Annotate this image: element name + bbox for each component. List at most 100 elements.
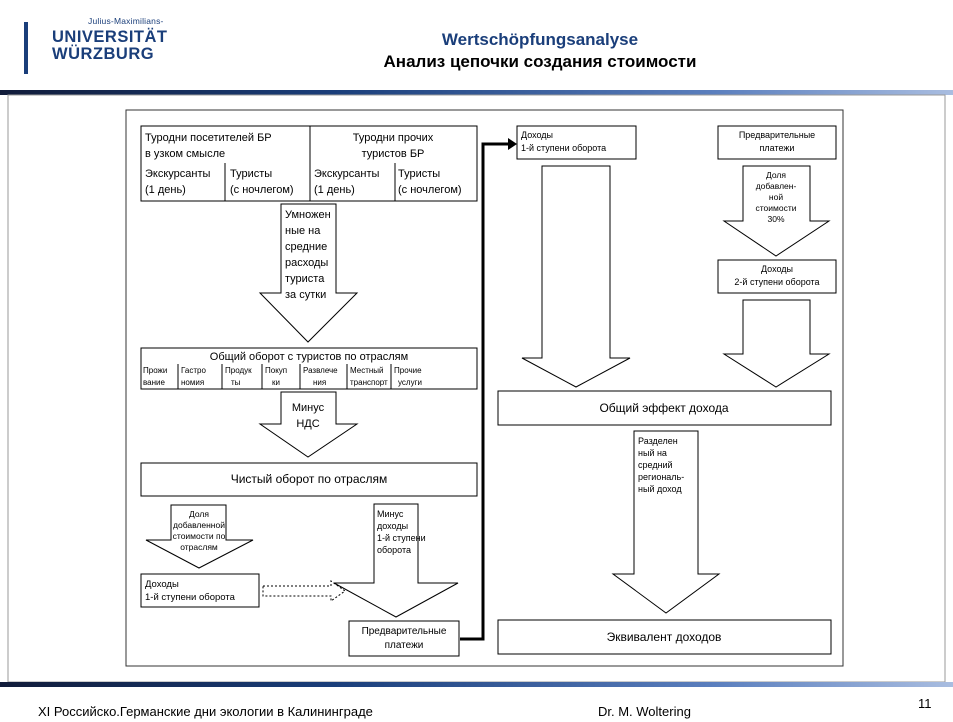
income1-left-0: Доходы bbox=[145, 579, 179, 590]
tl-excur2: (1 день) bbox=[145, 184, 186, 196]
top-left-box bbox=[140, 125, 478, 202]
income2-0: Доходы bbox=[761, 264, 793, 274]
tr-line2: туристов БР bbox=[362, 148, 425, 160]
logo-small-text: Julius-Maximilians- bbox=[88, 16, 164, 26]
divided-0: Разделен bbox=[638, 436, 678, 446]
footer-left: XI Российско.Германские дни экологии в К… bbox=[38, 704, 373, 719]
divided-arrow bbox=[611, 430, 721, 614]
logo-bar bbox=[24, 22, 28, 74]
minus-income-1: доходы bbox=[377, 521, 408, 531]
minus-vat-arrow bbox=[258, 391, 359, 458]
sector-5-a: Местный bbox=[350, 366, 384, 375]
prepay-bottom-1: платежи bbox=[385, 640, 424, 651]
income1-left-box bbox=[140, 573, 260, 608]
share30-3: стоимости bbox=[756, 203, 797, 213]
divided-2: средний bbox=[638, 460, 673, 470]
footer-band bbox=[0, 682, 953, 687]
connector-arrowhead bbox=[508, 138, 517, 150]
minus-income-0: Минус bbox=[377, 509, 404, 519]
share-sector-2: стоимости по bbox=[173, 531, 226, 541]
share-sector-0: Доля bbox=[189, 509, 209, 519]
sector-1-a: Гастро bbox=[181, 366, 206, 375]
sector-labels: Прожи вание Гастро номия Продук ты Покуп… bbox=[143, 366, 422, 387]
sector-6-a: Прочие bbox=[394, 366, 422, 375]
mult-line-0: Умножен bbox=[285, 209, 331, 221]
share30-1: добавлен- bbox=[756, 181, 797, 191]
minus-vat-2: НДС bbox=[296, 418, 319, 430]
divided-1: ный на bbox=[638, 448, 667, 458]
share-sector-3: отраслям bbox=[180, 542, 218, 552]
minus-income-3: оборота bbox=[377, 545, 411, 555]
sector-5-b: транспорт bbox=[350, 378, 388, 387]
sector-0-b: вание bbox=[143, 378, 165, 387]
net-turnover-label: Чистый оборот по отраслям bbox=[231, 472, 388, 486]
equivalent-label: Эквивалент доходов bbox=[607, 630, 722, 644]
income1-top-0: Доходы bbox=[521, 130, 553, 140]
equivalent-box bbox=[497, 619, 832, 655]
tl-excur1: Экскурсанты bbox=[145, 168, 211, 180]
share30-arrow bbox=[722, 165, 831, 257]
tl-tour1: Туристы bbox=[230, 168, 272, 180]
tl-tour2: (с ночлегом) bbox=[230, 184, 294, 196]
tr-excur2: (1 день) bbox=[314, 184, 355, 196]
income1-top-box bbox=[516, 125, 637, 160]
sector-2-a: Продук bbox=[225, 366, 252, 375]
left-big-arrow bbox=[521, 165, 631, 388]
tr-tour2: (с ночлегом) bbox=[398, 184, 462, 196]
income2-arrow bbox=[722, 299, 831, 388]
share30-4: 30% bbox=[767, 214, 784, 224]
tl-line2: в узком смысле bbox=[145, 148, 225, 160]
slide-subtitle: Анализ цепочки создания стоимости bbox=[383, 52, 697, 71]
prepay-bottom-0: Предварительные bbox=[362, 626, 447, 637]
income1-left-1: 1-й ступени оборота bbox=[145, 592, 236, 603]
total-effect-box bbox=[497, 390, 832, 426]
sector-3-a: Покуп bbox=[265, 366, 287, 375]
share30-0: Доля bbox=[766, 170, 786, 180]
turnover-title: Общий оборот с туристов по отраслям bbox=[210, 351, 408, 363]
university-logo: Julius-Maximilians- UNIVERSITÄT WÜRZBURG bbox=[18, 8, 178, 80]
income2-box bbox=[717, 259, 837, 294]
tl-line1: Туродни посетителей БР bbox=[145, 132, 272, 144]
prepay-top-0: Предварительные bbox=[739, 130, 815, 140]
tr-tour1: Туристы bbox=[398, 168, 440, 180]
mult-line-1: ные на bbox=[285, 225, 321, 237]
divided-3: региональ- bbox=[638, 472, 684, 482]
share-sector-arrow bbox=[145, 504, 254, 569]
sector-2-b: ты bbox=[231, 378, 241, 387]
tr-line1: Туродни прочих bbox=[353, 132, 434, 144]
total-effect-label: Общий эффект дохода bbox=[599, 401, 728, 415]
page-number: 11 bbox=[918, 696, 932, 711]
sector-1-b: номия bbox=[181, 378, 204, 387]
income2-1: 2-й ступени оборота bbox=[734, 277, 819, 287]
net-turnover-box bbox=[140, 462, 478, 497]
header-band bbox=[0, 90, 953, 95]
logo-line-1: UNIVERSITÄT bbox=[52, 28, 168, 46]
sector-4-b: ния bbox=[313, 378, 326, 387]
mult-line-2: средние bbox=[285, 241, 327, 253]
turnover-box bbox=[140, 347, 478, 390]
dotted-arrow bbox=[262, 580, 346, 602]
multiply-arrow bbox=[258, 203, 359, 343]
tr-excur1: Экскурсанты bbox=[314, 168, 380, 180]
footer-author: Dr. M. Woltering bbox=[598, 704, 691, 719]
minus-income-2: 1-й ступени bbox=[377, 533, 426, 543]
income1-top-1: 1-й ступени оборота bbox=[521, 143, 606, 153]
sector-0-a: Прожи bbox=[143, 366, 167, 375]
minus-vat-1: Минус bbox=[292, 402, 325, 414]
prepay-bottom-box bbox=[348, 620, 460, 657]
logo-line-2: WÜRZBURG bbox=[52, 45, 155, 63]
minus-income-arrow bbox=[333, 503, 459, 618]
sector-3-b: ки bbox=[272, 378, 280, 387]
share-sector-1: добавленной bbox=[173, 520, 225, 530]
prepay-top-1: платежи bbox=[760, 143, 795, 153]
mult-line-5: за сутки bbox=[285, 289, 326, 301]
prepay-top-box bbox=[717, 125, 837, 160]
share30-2: ной bbox=[769, 192, 783, 202]
mult-line-4: туриста bbox=[285, 273, 325, 285]
sector-4-a: Развлече bbox=[303, 366, 338, 375]
divided-4: ный доход bbox=[638, 484, 682, 494]
connector-line bbox=[460, 142, 508, 641]
slide-title: Wertschöpfungsanalyse bbox=[441, 30, 639, 49]
sector-6-b: услуги bbox=[398, 378, 422, 387]
mult-line-3: расходы bbox=[285, 257, 328, 269]
